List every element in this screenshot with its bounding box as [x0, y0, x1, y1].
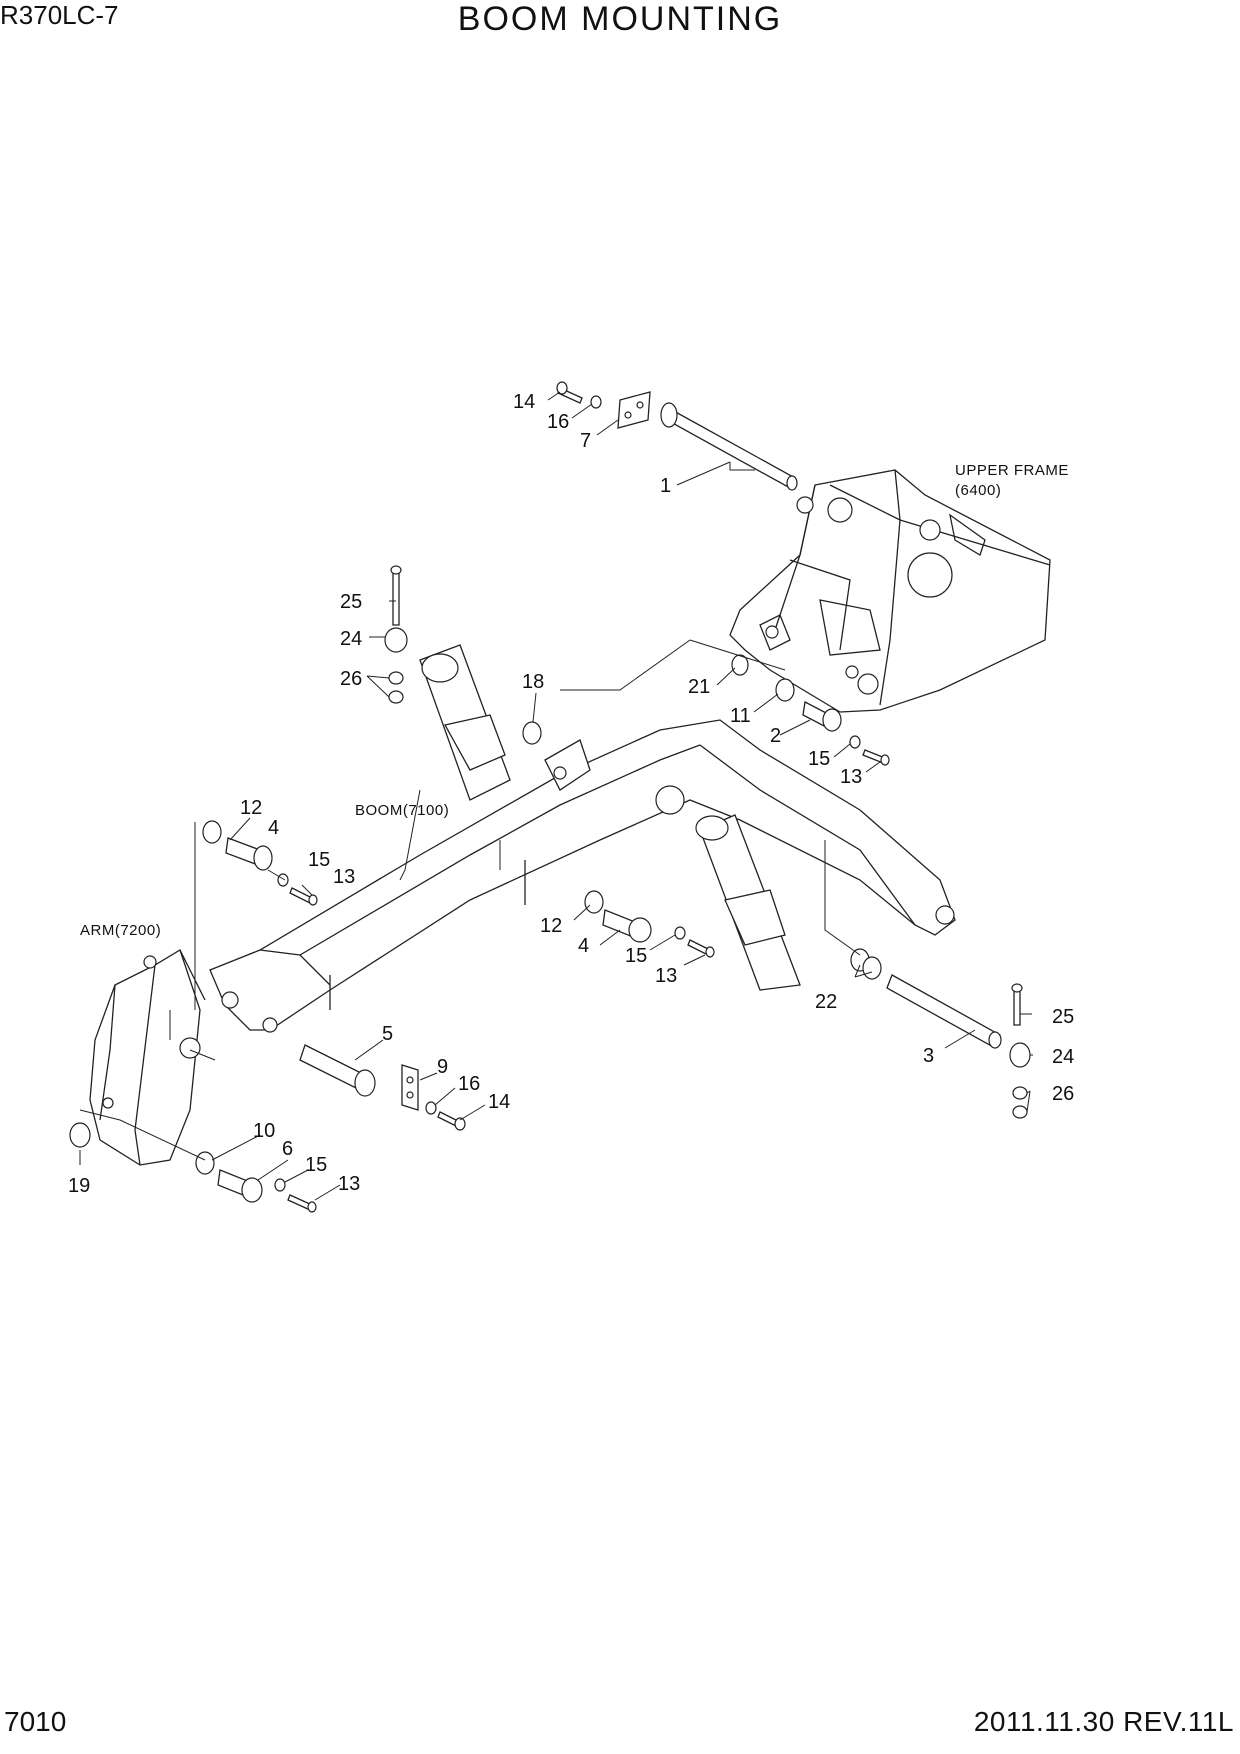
callout-2: 2 — [770, 725, 781, 747]
callout-16: 16 — [547, 411, 569, 433]
callout-21: 21 — [688, 676, 710, 698]
callout-4: 4 — [578, 935, 589, 957]
arm-label: ARM(7200) — [80, 922, 161, 939]
washer-15b — [277, 873, 289, 887]
washer-15d — [274, 1178, 286, 1192]
callout-25: 25 — [1052, 1006, 1074, 1028]
boom-cylinder-left — [419, 644, 511, 801]
callout-15: 15 — [308, 849, 330, 871]
page-number: 7010 — [4, 1706, 67, 1737]
callout-3: 3 — [923, 1045, 934, 1067]
callout-13: 13 — [655, 965, 677, 987]
callout-19: 19 — [68, 1175, 90, 1197]
shim-21 — [731, 654, 749, 676]
bolt-25a — [390, 565, 402, 626]
page-title: BOOM MOUNTING — [457, 0, 783, 38]
washer-16a — [590, 395, 602, 409]
model-number: R370LC-7 — [0, 0, 119, 30]
bolt-25b — [1011, 983, 1023, 1026]
pin-1 — [660, 402, 798, 491]
washer-15a — [849, 735, 861, 749]
callout-9: 9 — [437, 1056, 448, 1078]
upper-frame-code-label: (6400) — [955, 482, 1001, 499]
callout-24: 24 — [1052, 1046, 1074, 1068]
callout-22: 22 — [815, 991, 837, 1013]
callout-15: 15 — [625, 945, 647, 967]
shim-11 — [775, 678, 795, 702]
callout-11: 11 — [730, 705, 751, 727]
nut-26a — [388, 671, 404, 704]
boom-cylinder-right — [695, 814, 801, 991]
leader-lines — [79, 391, 1033, 1201]
callout-13: 13 — [338, 1173, 360, 1195]
pin-4a — [225, 837, 273, 871]
callout-14: 14 — [488, 1091, 510, 1113]
callout-12: 12 — [540, 915, 562, 937]
spacer-24b — [1009, 1042, 1031, 1068]
bolt-13d — [287, 1194, 317, 1213]
washer-16b — [425, 1101, 437, 1115]
pin-4b — [602, 909, 652, 943]
callout-26: 26 — [1052, 1083, 1074, 1105]
shim-12a — [202, 820, 222, 844]
washer-15c — [674, 926, 686, 940]
upper-frame-drawing — [729, 469, 1051, 713]
pin-5 — [299, 1044, 376, 1097]
plate-7 — [617, 391, 651, 429]
bolt-13b — [289, 887, 318, 906]
pin-2 — [802, 701, 842, 732]
bolt-13a — [862, 749, 890, 766]
callout-7: 7 — [580, 430, 591, 452]
spacer-24a — [384, 627, 408, 653]
callout-16: 16 — [458, 1073, 480, 1095]
pin-6 — [217, 1169, 263, 1203]
bolt-13c — [687, 939, 715, 958]
callout-6: 6 — [282, 1138, 293, 1160]
callout-5: 5 — [382, 1023, 393, 1045]
revision-date: 2011.11.30 REV.11L — [973, 1706, 1234, 1737]
arm-drawing — [89, 949, 206, 1166]
boom-label: BOOM(7100) — [355, 802, 449, 819]
upper-frame-label: UPPER FRAME — [955, 462, 1069, 479]
shim-10 — [195, 1151, 215, 1175]
callout-10: 10 — [253, 1120, 275, 1142]
shim-18 — [522, 721, 542, 745]
callout-14: 14 — [513, 391, 535, 413]
callout-4: 4 — [268, 817, 279, 839]
bolt-14b — [437, 1111, 466, 1131]
callout-26: 26 — [340, 668, 362, 690]
callout-25: 25 — [340, 591, 362, 613]
boom-drawing — [209, 719, 956, 1033]
plate-9 — [401, 1064, 419, 1111]
callout-13: 13 — [840, 766, 862, 788]
callout-1: 1 — [660, 475, 671, 497]
pin-3 — [886, 974, 1002, 1049]
shim-12b — [584, 890, 604, 914]
callout-13: 13 — [333, 866, 355, 888]
bolt-14a — [556, 381, 583, 404]
nut-26b — [1012, 1086, 1028, 1119]
callout-15: 15 — [305, 1154, 327, 1176]
callout-15: 15 — [808, 748, 830, 770]
callout-18: 18 — [522, 671, 544, 693]
callout-24: 24 — [340, 628, 362, 650]
shim-19 — [69, 1122, 91, 1148]
callout-12: 12 — [240, 797, 262, 819]
